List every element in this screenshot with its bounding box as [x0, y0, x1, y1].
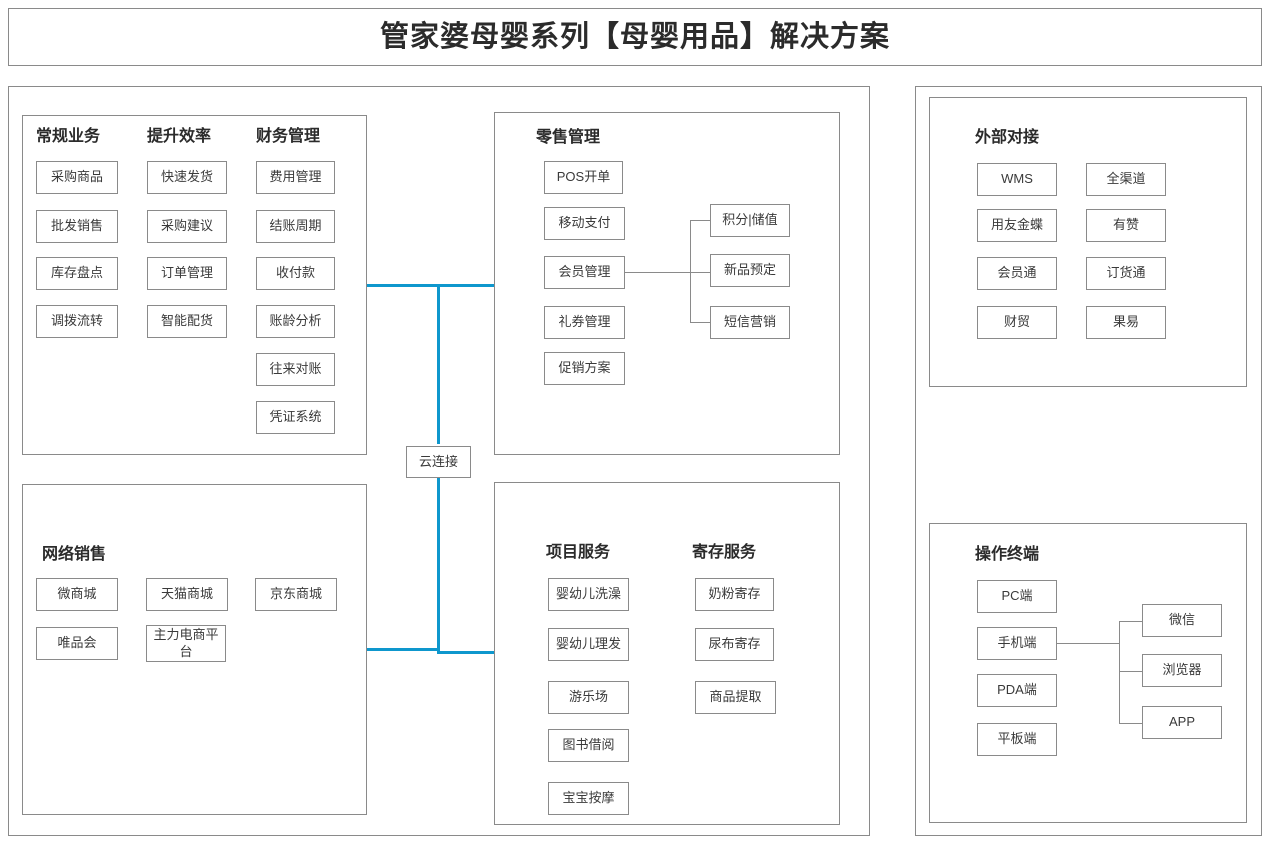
retail-tree-branch-sms	[690, 322, 711, 323]
node-wms[interactable]: WMS	[977, 163, 1057, 196]
cloud-connection-label: 云连接	[418, 453, 458, 469]
node-guoyi[interactable]: 果易	[1086, 306, 1166, 339]
node-pc-terminal[interactable]: PC端	[977, 580, 1057, 613]
node-member-pass[interactable]: 会员通	[977, 257, 1057, 290]
node-points-stored-value[interactable]: 积分|储值	[710, 204, 790, 237]
retail-tree-vertical-spine	[690, 220, 691, 323]
node-wholesale-sales[interactable]: 批发销售	[36, 210, 118, 243]
page-title-bar: 管家婆母婴系列【母婴用品】解决方案	[8, 8, 1262, 66]
node-diaper-storage[interactable]: 尿布寄存	[695, 628, 774, 661]
node-order-pass[interactable]: 订货通	[1086, 257, 1166, 290]
group-title-regular-business: 常规业务	[36, 128, 101, 145]
retail-tree-branch-points	[690, 220, 711, 221]
terminal-tree-branch-wechat	[1119, 621, 1142, 622]
group-title-efficiency: 提升效率	[147, 128, 212, 145]
cloud-link-bottom-left	[367, 648, 440, 651]
node-pos-billing[interactable]: POS开单	[544, 161, 623, 194]
node-expense-management[interactable]: 费用管理	[256, 161, 335, 194]
node-receipt-payment[interactable]: 收付款	[256, 257, 335, 290]
node-browser[interactable]: 浏览器	[1142, 654, 1222, 687]
node-wechat[interactable]: 微信	[1142, 604, 1222, 637]
cloud-link-vertical-upper	[437, 284, 440, 444]
node-smart-allocation[interactable]: 智能配货	[147, 305, 227, 338]
terminal-tree-horizontal-trunk	[1057, 643, 1120, 644]
node-purchase-goods[interactable]: 采购商品	[36, 161, 118, 194]
node-jd-mall[interactable]: 京东商城	[255, 578, 337, 611]
node-mobile-terminal[interactable]: 手机端	[977, 627, 1057, 660]
cloud-link-vertical-lower	[437, 478, 440, 650]
service-panel	[494, 482, 840, 825]
node-baby-haircut[interactable]: 婴幼儿理发	[548, 628, 629, 661]
node-reconciliation[interactable]: 往来对账	[256, 353, 335, 386]
node-settlement-cycle[interactable]: 结账周期	[256, 210, 335, 243]
cloud-connection-node[interactable]: 云连接	[406, 446, 471, 478]
group-title-project-service: 项目服务	[546, 544, 611, 561]
cloud-link-top-horizontal	[367, 284, 495, 287]
node-voucher-system[interactable]: 凭证系统	[256, 401, 335, 434]
group-title-online-sales: 网络销售	[42, 546, 107, 563]
node-inventory-count[interactable]: 库存盘点	[36, 257, 118, 290]
node-mobile-payment[interactable]: 移动支付	[544, 207, 625, 240]
retail-tree-horizontal-trunk	[625, 272, 691, 273]
node-fast-shipping[interactable]: 快速发货	[147, 161, 227, 194]
node-tmall-mall[interactable]: 天猫商城	[146, 578, 228, 611]
node-youzan[interactable]: 有赞	[1086, 209, 1166, 242]
group-title-retail: 零售管理	[536, 129, 601, 146]
node-pda-terminal[interactable]: PDA端	[977, 674, 1057, 707]
node-coupon-management[interactable]: 礼券管理	[544, 306, 625, 339]
terminal-tree-branch-browser	[1119, 671, 1142, 672]
node-goods-pickup[interactable]: 商品提取	[695, 681, 776, 714]
node-member-management[interactable]: 会员管理	[544, 256, 625, 289]
node-tablet-terminal[interactable]: 平板端	[977, 723, 1057, 756]
node-promotion-plan[interactable]: 促销方案	[544, 352, 625, 385]
terminal-tree-vertical-spine	[1119, 621, 1120, 724]
node-omnichannel[interactable]: 全渠道	[1086, 163, 1166, 196]
group-title-finance: 财务管理	[256, 128, 321, 145]
node-vipshop[interactable]: 唯品会	[36, 627, 118, 660]
node-finance-trade[interactable]: 财贸	[977, 306, 1057, 339]
node-app[interactable]: APP	[1142, 706, 1222, 739]
retail-tree-branch-preorder	[690, 272, 711, 273]
page-title: 管家婆母婴系列【母婴用品】解决方案	[379, 20, 890, 53]
node-sms-marketing[interactable]: 短信营销	[710, 306, 790, 339]
node-yonyou-kingdee[interactable]: 用友金蝶	[977, 209, 1057, 242]
node-new-product-reserve[interactable]: 新品预定	[710, 254, 790, 287]
node-playground[interactable]: 游乐场	[548, 681, 629, 714]
group-title-storage-service: 寄存服务	[692, 544, 757, 561]
node-wechat-mall[interactable]: 微商城	[36, 578, 118, 611]
group-title-external: 外部对接	[975, 129, 1040, 146]
cloud-link-bottom-right	[437, 651, 495, 654]
node-main-ecommerce-platform[interactable]: 主力电商平台	[146, 625, 226, 662]
node-book-borrowing[interactable]: 图书借阅	[548, 729, 629, 762]
node-purchase-advice[interactable]: 采购建议	[147, 210, 227, 243]
group-title-terminal: 操作终端	[975, 546, 1040, 563]
node-formula-storage[interactable]: 奶粉寄存	[695, 578, 774, 611]
node-baby-bath[interactable]: 婴幼儿洗澡	[548, 578, 629, 611]
node-transfer-flow[interactable]: 调拨流转	[36, 305, 118, 338]
terminal-tree-branch-app	[1119, 723, 1142, 724]
node-aging-analysis[interactable]: 账龄分析	[256, 305, 335, 338]
node-baby-massage[interactable]: 宝宝按摩	[548, 782, 629, 815]
node-order-management[interactable]: 订单管理	[147, 257, 227, 290]
